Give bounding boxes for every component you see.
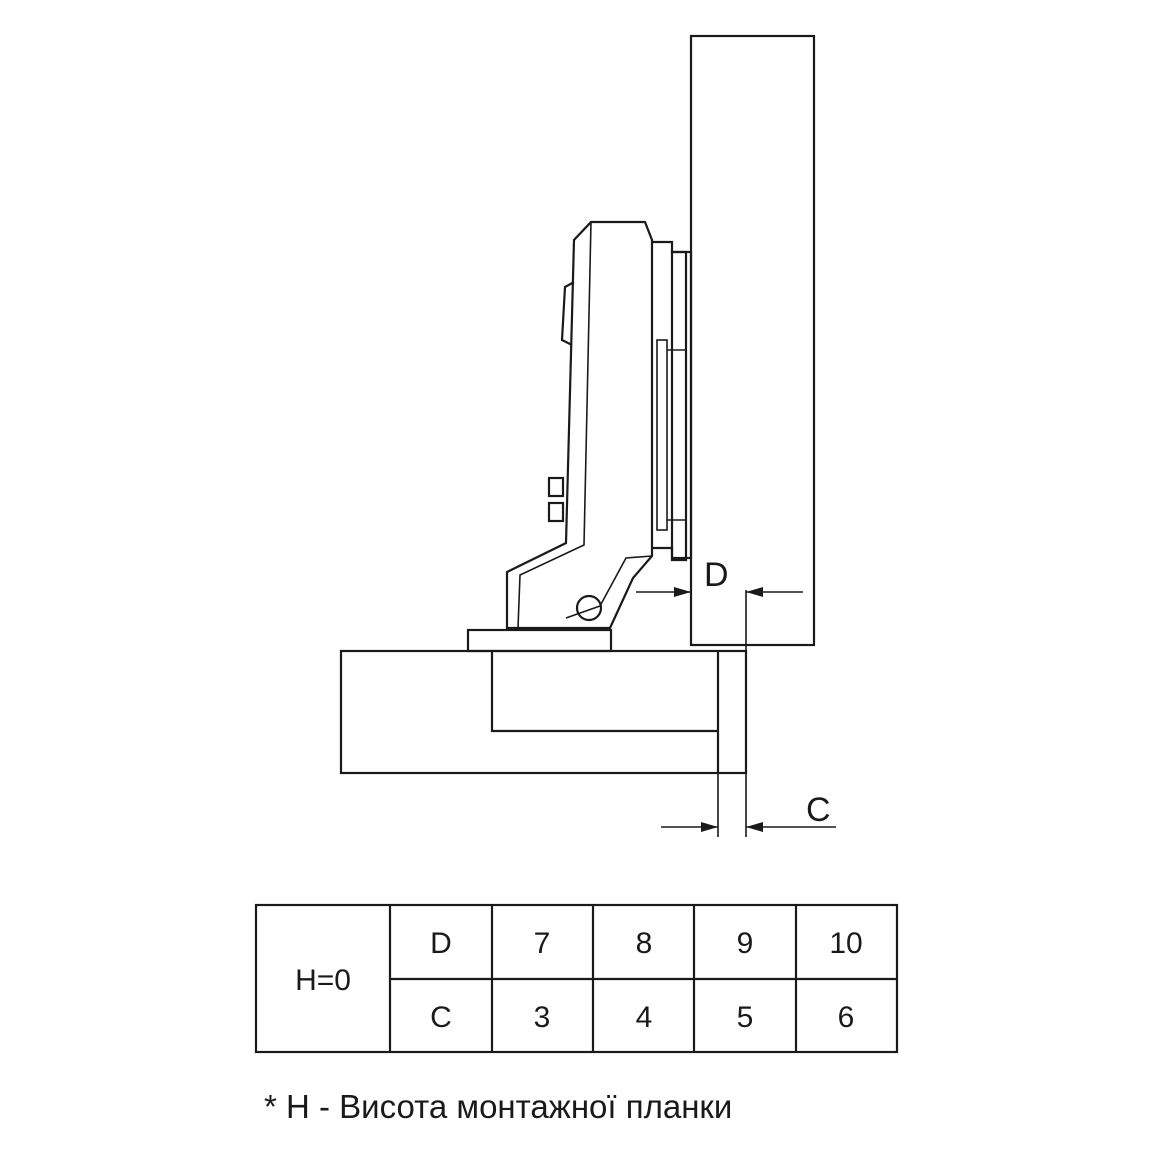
mounting-plate-base <box>670 250 693 560</box>
hinge-arm <box>505 220 654 630</box>
hinge-cup-pocket <box>490 651 718 733</box>
table-cell-d-4: 10 <box>829 927 862 960</box>
table-cell-c-4: 6 <box>838 1001 855 1034</box>
dim-d-arrow-left <box>674 587 691 597</box>
dim-c-arrow-left <box>701 822 718 832</box>
table-cell-d-1: 7 <box>534 927 551 960</box>
table-cell-d-2: 8 <box>636 927 653 960</box>
table-cell-c-2: 4 <box>636 1001 653 1034</box>
dim-d-label: D <box>704 556 729 594</box>
adjust-tab-upper <box>547 476 565 498</box>
table-row-c-label: C <box>430 1001 452 1034</box>
pivot-pin <box>575 594 603 622</box>
hinge-arm-inner <box>517 221 592 629</box>
dim-c-label: C <box>806 791 831 829</box>
adjust-tab-top <box>560 281 575 346</box>
hinge-arm-knuckle <box>565 555 653 619</box>
dim-d-arrow-right <box>746 587 763 597</box>
door-panel <box>339 649 748 775</box>
hinge-cup-flange <box>466 628 613 653</box>
table-cell-c-1: 3 <box>534 1001 551 1034</box>
table-row-header: H=0 <box>295 964 351 997</box>
dim-c-arrow-right <box>746 822 763 832</box>
dimension-table: H=0 D 7 8 9 10 C 3 4 5 6 <box>254 903 899 1054</box>
adjust-tab-lower <box>547 501 565 523</box>
mounting-plate-slot <box>656 339 668 531</box>
table-cell-d-3: 9 <box>737 927 754 960</box>
footnote: * H - Висота монтажної планки <box>264 1088 732 1125</box>
table-cell-c-3: 5 <box>737 1001 754 1034</box>
table-row-d-label: D <box>430 927 452 960</box>
cabinet-side-panel <box>689 34 816 647</box>
